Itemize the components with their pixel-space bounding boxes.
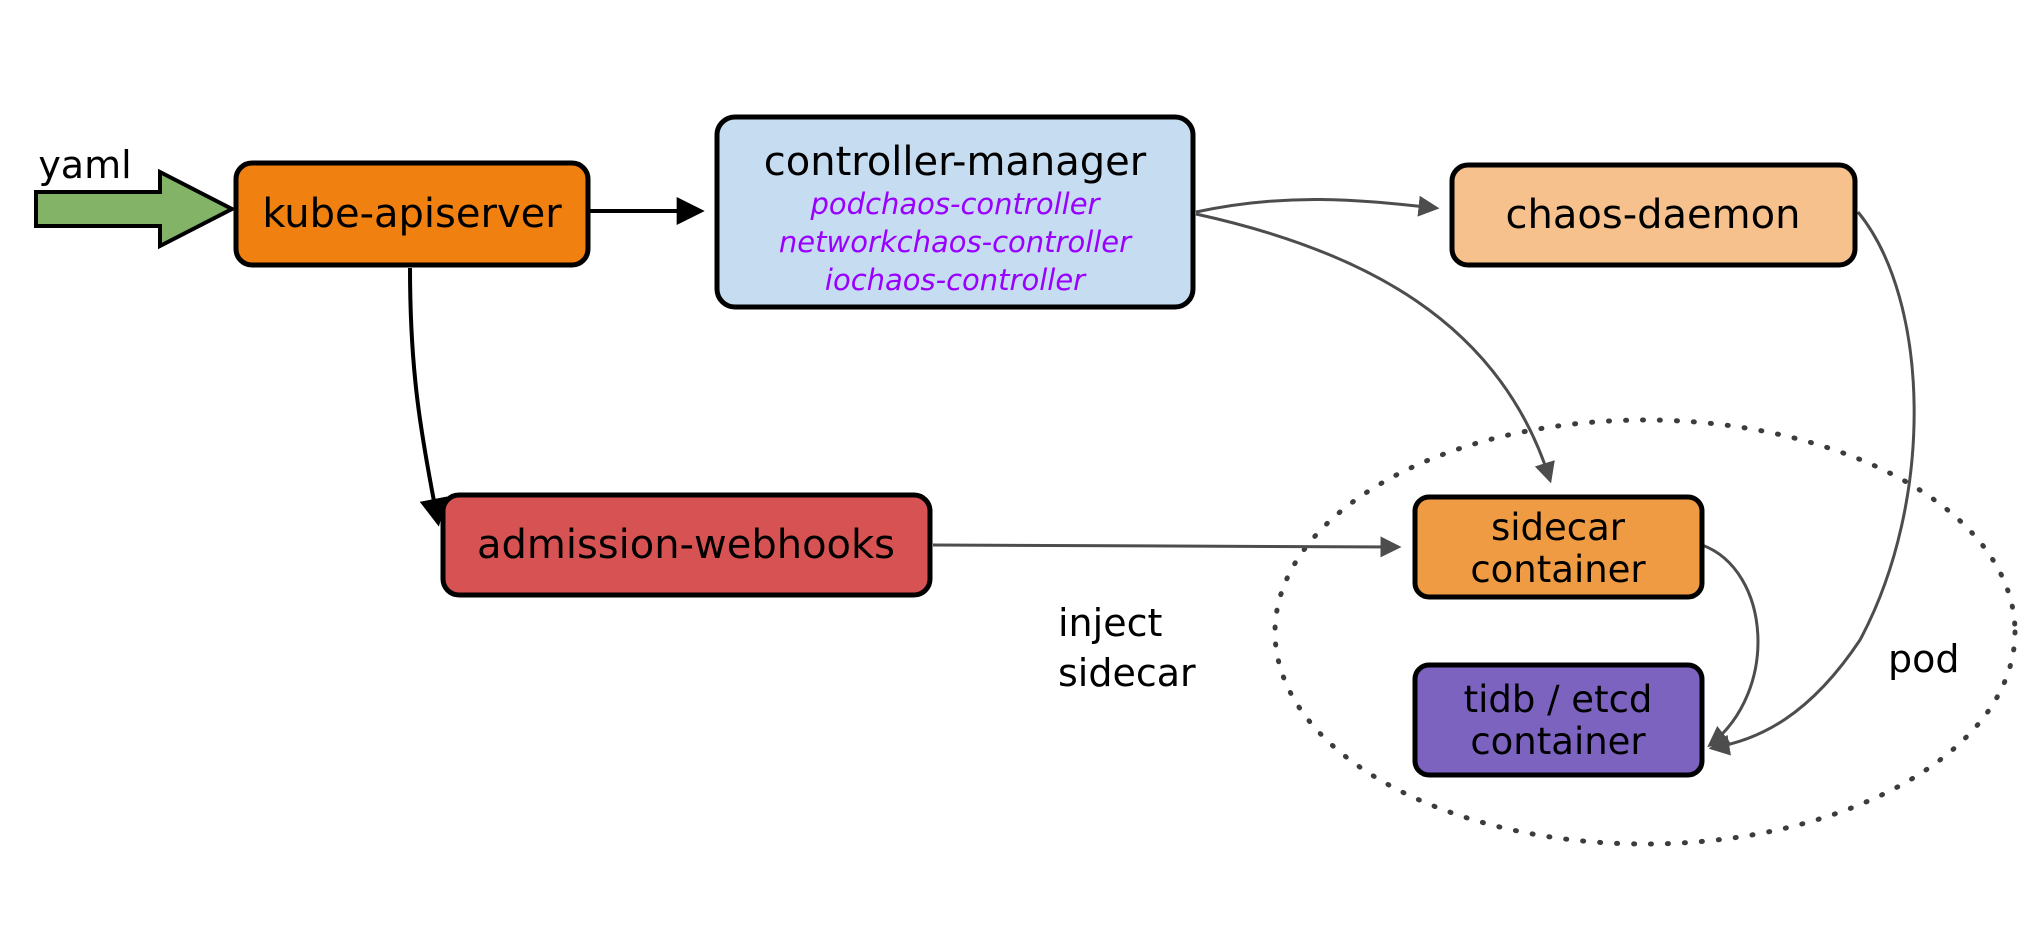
edge-controller-manager-to-chaos-daemon	[1195, 195, 1440, 217]
tidb-etcd-container-box[interactable]	[1412, 662, 1705, 778]
sidecar-container-label-line1: sidecar	[1491, 506, 1626, 549]
pod-group-label: pod	[1888, 637, 1960, 681]
controller-manager-sublabel-networkchaos: networkchaos-controller	[779, 225, 1133, 259]
edge-apiserver-to-admission-webhooks	[408, 267, 448, 527]
inject-sidecar-label-line2: sidecar	[1058, 651, 1196, 695]
chaos-daemon-label: chaos-daemon	[1506, 192, 1801, 238]
node-tidb-etcd-container[interactable]: tidb / etcd container	[1412, 662, 1705, 778]
chaos-daemon-box[interactable]	[1449, 162, 1858, 268]
edge-sidecar-to-tidb	[1701, 543, 1760, 748]
yaml-block-arrow	[34, 168, 237, 250]
edge-yaml-input	[34, 168, 237, 250]
sidecar-container-box[interactable]	[1412, 494, 1705, 600]
edge-admission-webhooks-to-sidecar	[932, 536, 1402, 558]
controller-manager-sublabel-podchaos: podchaos-controller	[810, 187, 1102, 221]
controller-manager-sublabel-iochaos: iochaos-controller	[825, 263, 1087, 297]
sidecar-container-label-line2: container	[1470, 548, 1646, 591]
pod-group-boundary	[1272, 417, 2018, 847]
node-kube-apiserver[interactable]: kube-apiserver	[233, 160, 591, 268]
edge-controller-manager-to-sidecar	[1195, 212, 1555, 484]
controller-manager-label: controller-manager	[764, 139, 1147, 185]
controller-manager-box[interactable]	[714, 114, 1196, 310]
inject-sidecar-label-line1: inject	[1058, 601, 1162, 645]
node-sidecar-container[interactable]: sidecar container	[1412, 494, 1705, 600]
node-controller-manager[interactable]: controller-manager podchaos-controller n…	[714, 114, 1196, 310]
tidb-etcd-container-label-line2: container	[1470, 720, 1646, 763]
admission-webhooks-box[interactable]	[440, 492, 933, 598]
node-chaos-daemon[interactable]: chaos-daemon	[1449, 162, 1858, 268]
node-admission-webhooks[interactable]: admission-webhooks	[440, 492, 933, 598]
kube-apiserver-box[interactable]	[233, 160, 591, 268]
tidb-etcd-container-label-line1: tidb / etcd	[1464, 678, 1653, 721]
kube-apiserver-label: kube-apiserver	[262, 191, 562, 237]
admission-webhooks-label: admission-webhooks	[477, 522, 895, 568]
edge-chaos-daemon-to-tidb	[1708, 211, 1916, 756]
yaml-edge-label: yaml	[38, 143, 131, 187]
